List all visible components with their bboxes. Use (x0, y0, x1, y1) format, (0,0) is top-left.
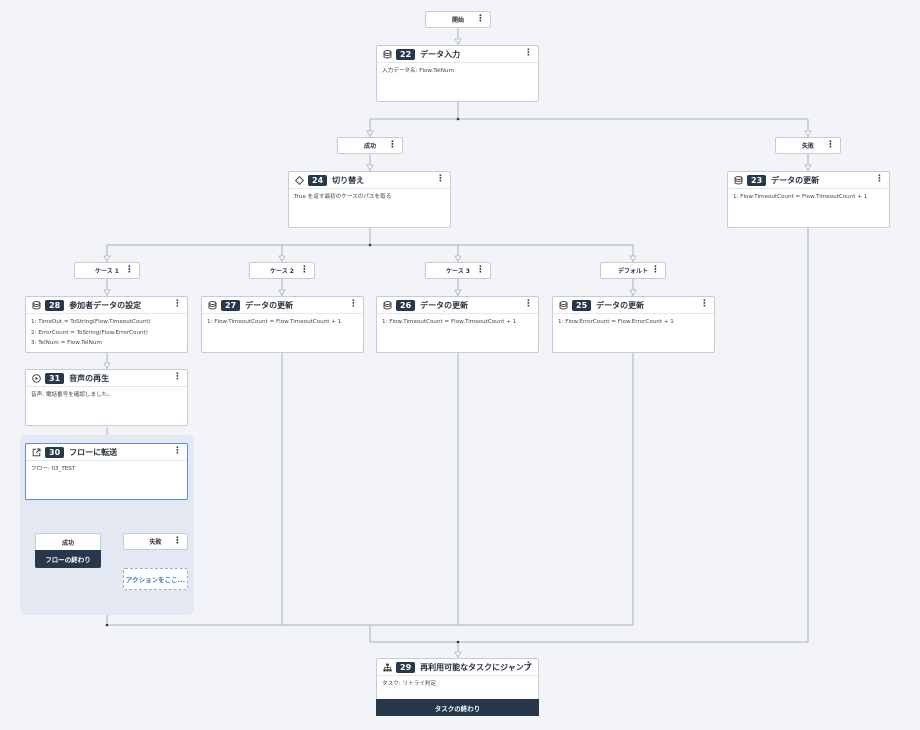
branch-label: 失敗 (149, 539, 162, 546)
node-detail: True を返す最初のケースのパスを取る (294, 194, 392, 200)
diamond-icon (294, 175, 304, 185)
node-23-update-data[interactable]: 23 データの更新 ⋮ 1: Flow.TimeoutCount = Flow.… (727, 171, 890, 228)
node-number: 29 (396, 661, 416, 673)
more-menu-icon[interactable]: ⋮ (700, 299, 709, 309)
branch-label: 失敗 (801, 143, 814, 150)
more-menu-icon[interactable]: ⋮ (173, 536, 182, 546)
hierarchy-icon (382, 662, 392, 672)
node-detail: 2: ErrorCount = ToString(Flow.ErrorCount… (31, 329, 148, 336)
node-title: データ入力 (420, 49, 461, 59)
more-menu-icon[interactable]: ⋮ (388, 140, 397, 150)
more-menu-icon[interactable]: ⋮ (524, 661, 533, 671)
node-number: 22 (396, 48, 416, 60)
node-24-switch[interactable]: 24 切り替え ⋮ True を返す最初のケースのパスを取る (288, 171, 451, 228)
node-number: 24 (308, 174, 328, 186)
database-icon (382, 49, 392, 59)
branch-label: 成功 (363, 143, 376, 150)
node-detail: 1: Flow.TimeoutCount = Flow.TimeoutCount… (382, 319, 517, 325)
more-menu-icon[interactable]: ⋮ (651, 265, 660, 275)
node-detail: フロー: 03_TEST (31, 466, 76, 472)
node-30-transfer-to-flow[interactable]: 30 フローに転送 ⋮ フロー: 03_TEST (25, 443, 188, 500)
end-of-task-button[interactable]: タスクの終わり (376, 699, 539, 716)
node-number: 23 (747, 174, 767, 186)
node-31-play-audio[interactable]: 31 音声の再生 ⋮ 音声: 電話番号を確認しました。 (25, 369, 188, 426)
start-node[interactable]: 開始 ⋮ (425, 11, 491, 28)
database-icon (558, 300, 568, 310)
more-menu-icon[interactable]: ⋮ (300, 265, 309, 275)
node-number: 25 (572, 299, 592, 311)
branch-case-3[interactable]: ケース 3 ⋮ (425, 262, 491, 279)
node-number: 31 (45, 372, 65, 384)
more-menu-icon[interactable]: ⋮ (476, 265, 485, 275)
node-title: データの更新 (420, 300, 469, 310)
branch-case-2[interactable]: ケース 2 ⋮ (249, 262, 315, 279)
external-link-icon (31, 447, 41, 457)
node-25-update-data[interactable]: 25 データの更新 ⋮ 1: Flow.ErrorCount = Flow.Er… (552, 296, 715, 353)
node-detail: タスク: リトライ判定 (382, 681, 437, 687)
node-detail: 1: Flow.TimeoutCount = Flow.TimeoutCount… (733, 194, 868, 200)
node-detail: 音声: 電話番号を確認しました。 (31, 392, 113, 398)
node-title: 音声の再生 (69, 373, 110, 383)
node-number: 26 (396, 299, 416, 311)
branch-label: ケース 2 (270, 268, 294, 275)
node-detail: 3: TelNum = Flow.TelNum (31, 340, 102, 346)
more-menu-icon[interactable]: ⋮ (173, 299, 182, 309)
node-detail: 1: TimeOut = ToString(Flow.TimeoutCount) (31, 319, 151, 325)
start-label: 開始 (451, 17, 464, 24)
node-26-update-data[interactable]: 26 データの更新 ⋮ 1: Flow.TimeoutCount = Flow.… (376, 296, 539, 353)
branch-failure[interactable]: 失敗 ⋮ (123, 533, 188, 550)
more-menu-icon[interactable]: ⋮ (173, 372, 182, 382)
node-title: 切り替え (332, 175, 365, 185)
database-icon (31, 300, 41, 310)
node-title: データの更新 (245, 300, 294, 310)
more-menu-icon[interactable]: ⋮ (173, 446, 182, 456)
branch-label: ケース 1 (95, 268, 119, 275)
node-27-update-data[interactable]: 27 データの更新 ⋮ 1: Flow.TimeoutCount = Flow.… (201, 296, 364, 353)
branch-case-1[interactable]: ケース 1 ⋮ (74, 262, 140, 279)
node-detail: 1: Flow.ErrorCount = Flow.ErrorCount + 1 (558, 319, 674, 325)
more-menu-icon[interactable]: ⋮ (476, 14, 485, 24)
branch-success[interactable]: 成功 (35, 533, 101, 550)
more-menu-icon[interactable]: ⋮ (436, 174, 445, 184)
node-detail: 入力データ名: Flow.TelNum (382, 68, 454, 74)
branch-success[interactable]: 成功 ⋮ (337, 137, 403, 154)
more-menu-icon[interactable]: ⋮ (875, 174, 884, 184)
more-menu-icon[interactable]: ⋮ (125, 265, 134, 275)
branch-failure[interactable]: 失敗 ⋮ (775, 137, 841, 154)
database-icon (733, 175, 743, 185)
node-number: 28 (45, 299, 65, 311)
branch-label: 成功 (61, 539, 74, 547)
database-icon (207, 300, 217, 310)
node-detail: 1: Flow.TimeoutCount = Flow.TimeoutCount… (207, 319, 342, 325)
add-action-placeholder[interactable]: アクションをここ... (123, 568, 188, 590)
more-menu-icon[interactable]: ⋮ (349, 299, 358, 309)
node-title: 再利用可能なタスクにジャンプ (420, 662, 532, 672)
end-of-flow-button[interactable]: フローの終わり (35, 550, 101, 568)
node-number: 27 (221, 299, 241, 311)
node-title: 参加者データの設定 (69, 300, 142, 310)
node-number: 30 (45, 446, 65, 458)
branch-default[interactable]: デフォルト ⋮ (600, 262, 666, 279)
node-title: データの更新 (771, 175, 820, 185)
branch-label: ケース 3 (446, 268, 470, 275)
node-title: フローに転送 (69, 447, 118, 457)
node-28-set-participant-data[interactable]: 28 参加者データの設定 ⋮ 1: TimeOut = ToString(Flo… (25, 296, 188, 353)
node-title: データの更新 (596, 300, 645, 310)
more-menu-icon[interactable]: ⋮ (524, 299, 533, 309)
branch-label: デフォルト (617, 268, 648, 275)
database-icon (382, 300, 392, 310)
node-22-data-input[interactable]: 22 データ入力 ⋮ 入力データ名: Flow.TelNum (376, 45, 539, 102)
more-menu-icon[interactable]: ⋮ (826, 140, 835, 150)
more-menu-icon[interactable]: ⋮ (524, 48, 533, 58)
play-icon (31, 373, 41, 383)
